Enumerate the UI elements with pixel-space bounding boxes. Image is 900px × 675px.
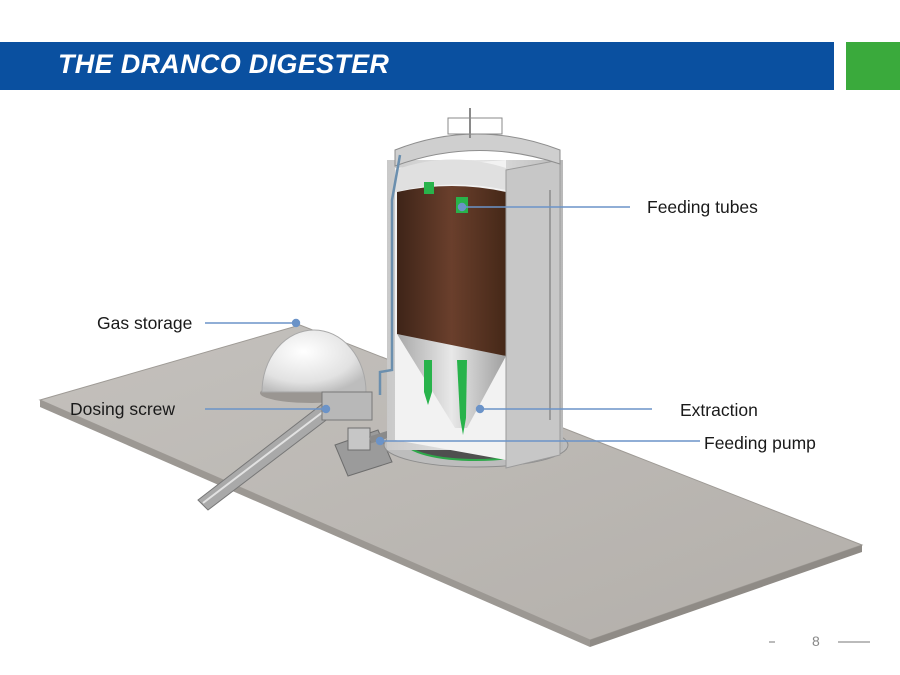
- page-title: THE DRANCO DIGESTER: [58, 49, 390, 79]
- label-gas-storage: Gas storage: [97, 313, 193, 333]
- title-accent-block: [846, 42, 900, 90]
- label-extraction: Extraction: [680, 400, 758, 420]
- dosing-screw-conveyor: [197, 391, 373, 511]
- title-bar: [0, 42, 834, 90]
- label-feeding-pump: Feeding pump: [704, 433, 816, 453]
- digester-tank: [378, 108, 569, 469]
- page-number: 8: [812, 633, 820, 649]
- footer-dash-right: [838, 641, 870, 643]
- footer-dash-left: [769, 641, 775, 643]
- concrete-slab: [38, 324, 864, 647]
- label-dosing-screw: Dosing screw: [70, 399, 176, 419]
- leader-lines: [205, 202, 700, 446]
- label-feeding-tubes: Feeding tubes: [647, 197, 758, 217]
